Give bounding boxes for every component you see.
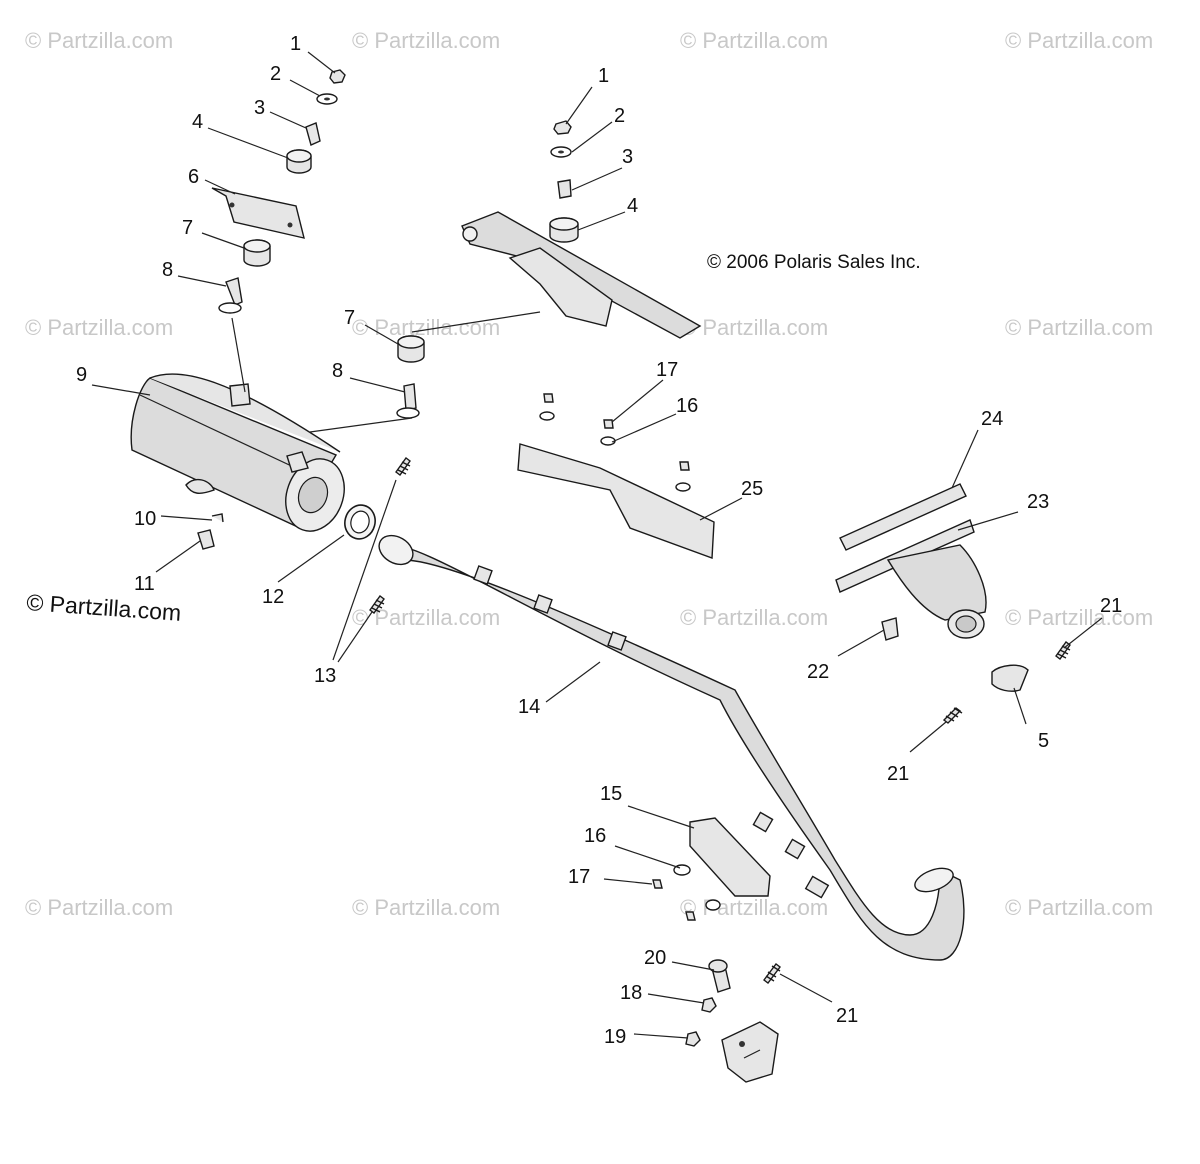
watermark: © Partzilla.com	[25, 315, 173, 340]
spring-part-13a	[395, 457, 411, 476]
spark-arrestor-cap	[185, 478, 215, 494]
callout-8: 8	[162, 259, 173, 281]
bracket-part-6	[211, 187, 305, 239]
callout-13: 13	[314, 665, 336, 687]
spring-part-21c	[763, 963, 781, 984]
callout-4: 4	[627, 195, 638, 217]
callout-4: 4	[192, 111, 203, 133]
spacer-part-3	[305, 122, 321, 146]
screw-part-11	[197, 529, 215, 550]
callout-21: 21	[836, 1005, 858, 1027]
hanger-bracket	[721, 1021, 779, 1083]
callout-7: 7	[182, 217, 193, 239]
callout-7: 7	[344, 307, 355, 329]
callout-24: 24	[981, 408, 1003, 430]
watermark: © Partzilla.com	[680, 315, 828, 340]
gasket-part-24	[839, 483, 967, 551]
muffler-mount-tab-2	[286, 451, 309, 473]
callout-2: 2	[270, 63, 281, 85]
callout-23: 23	[1027, 491, 1049, 513]
exhaust-manifold	[835, 483, 1029, 692]
callout-17: 17	[656, 359, 678, 381]
watermark: © Partzilla.com	[352, 315, 500, 340]
head-pipe-body	[382, 543, 965, 961]
frame-rail	[461, 211, 702, 339]
clip-part-10	[211, 513, 224, 523]
callout-18: 18	[620, 982, 642, 1004]
gasket-part-5	[991, 664, 1029, 692]
callout-1: 1	[290, 33, 301, 55]
callout-21: 21	[1100, 595, 1122, 617]
watermark: © Partzilla.com	[1005, 28, 1153, 53]
callout-25: 25	[741, 478, 763, 500]
callout-6: 6	[188, 166, 199, 188]
brand-label: © Partzilla.com	[26, 589, 182, 626]
callout-2: 2	[614, 105, 625, 127]
heat-shield-upper	[517, 443, 715, 559]
callout-10: 10	[134, 508, 156, 530]
heat-shield-part-15	[689, 817, 771, 897]
watermark: © Partzilla.com	[25, 895, 173, 920]
watermark: © Partzilla.com	[1005, 605, 1153, 630]
watermark: © Partzilla.com	[25, 28, 173, 53]
screw-part-17	[652, 879, 663, 889]
watermark: © Partzilla.com	[352, 895, 500, 920]
exhaust-flange-pipe	[886, 544, 987, 621]
watermark: © Partzilla.com	[680, 895, 828, 920]
watermark: © Partzilla.com	[680, 28, 828, 53]
watermarks: © Partzilla.com © Partzilla.com © Partzi…	[25, 28, 1153, 920]
callout-labels: 1 2 3 4 6 7 8 1 2 3 4 7 8 9 10 11 12 13 …	[76, 33, 1122, 1048]
callout-22: 22	[807, 661, 829, 683]
left-mount-stack	[211, 69, 346, 314]
copyright-notice: © 2006 Polaris Sales Inc.	[707, 252, 921, 273]
callout-21: 21	[887, 763, 909, 785]
watermark: © Partzilla.com	[352, 28, 500, 53]
callout-3: 3	[622, 146, 633, 168]
heat-shield-part-25	[517, 393, 715, 559]
nut-part-18	[701, 997, 717, 1013]
watermark: © Partzilla.com	[680, 605, 828, 630]
callout-19: 19	[604, 1026, 626, 1048]
bolt-part-22	[881, 617, 899, 641]
callout-20: 20	[644, 947, 666, 969]
callout-16: 16	[584, 825, 606, 847]
muffler	[130, 373, 376, 550]
callout-15: 15	[600, 783, 622, 805]
callout-8: 8	[332, 360, 343, 382]
callout-9: 9	[76, 364, 87, 386]
spring-part-21b	[942, 707, 963, 724]
watermark: © Partzilla.com	[1005, 895, 1153, 920]
spacer-part-3b	[557, 179, 572, 199]
callout-12: 12	[262, 586, 284, 608]
callout-14: 14	[518, 696, 540, 718]
lower-hardware	[652, 817, 779, 1083]
nut-part-1	[329, 69, 346, 84]
frame-section	[396, 120, 702, 419]
nut-part-19	[685, 1031, 701, 1047]
frame-bracket	[508, 247, 613, 327]
spring-part-13b	[369, 595, 385, 614]
muffler-mount-tab	[229, 383, 251, 407]
callout-11: 11	[134, 573, 155, 595]
leader-lines	[91, 51, 1103, 1039]
callout-5: 5	[1038, 730, 1049, 752]
head-pipe-part-14	[378, 534, 965, 961]
bolt-part-8	[225, 277, 243, 306]
watermark: © Partzilla.com	[1005, 315, 1153, 340]
callout-17: 17	[568, 866, 590, 888]
nut-part-1b	[553, 120, 572, 135]
bolt-part-8b	[403, 383, 417, 411]
callout-16: 16	[676, 395, 698, 417]
callout-1: 1	[598, 65, 609, 87]
callout-3: 3	[254, 97, 265, 119]
